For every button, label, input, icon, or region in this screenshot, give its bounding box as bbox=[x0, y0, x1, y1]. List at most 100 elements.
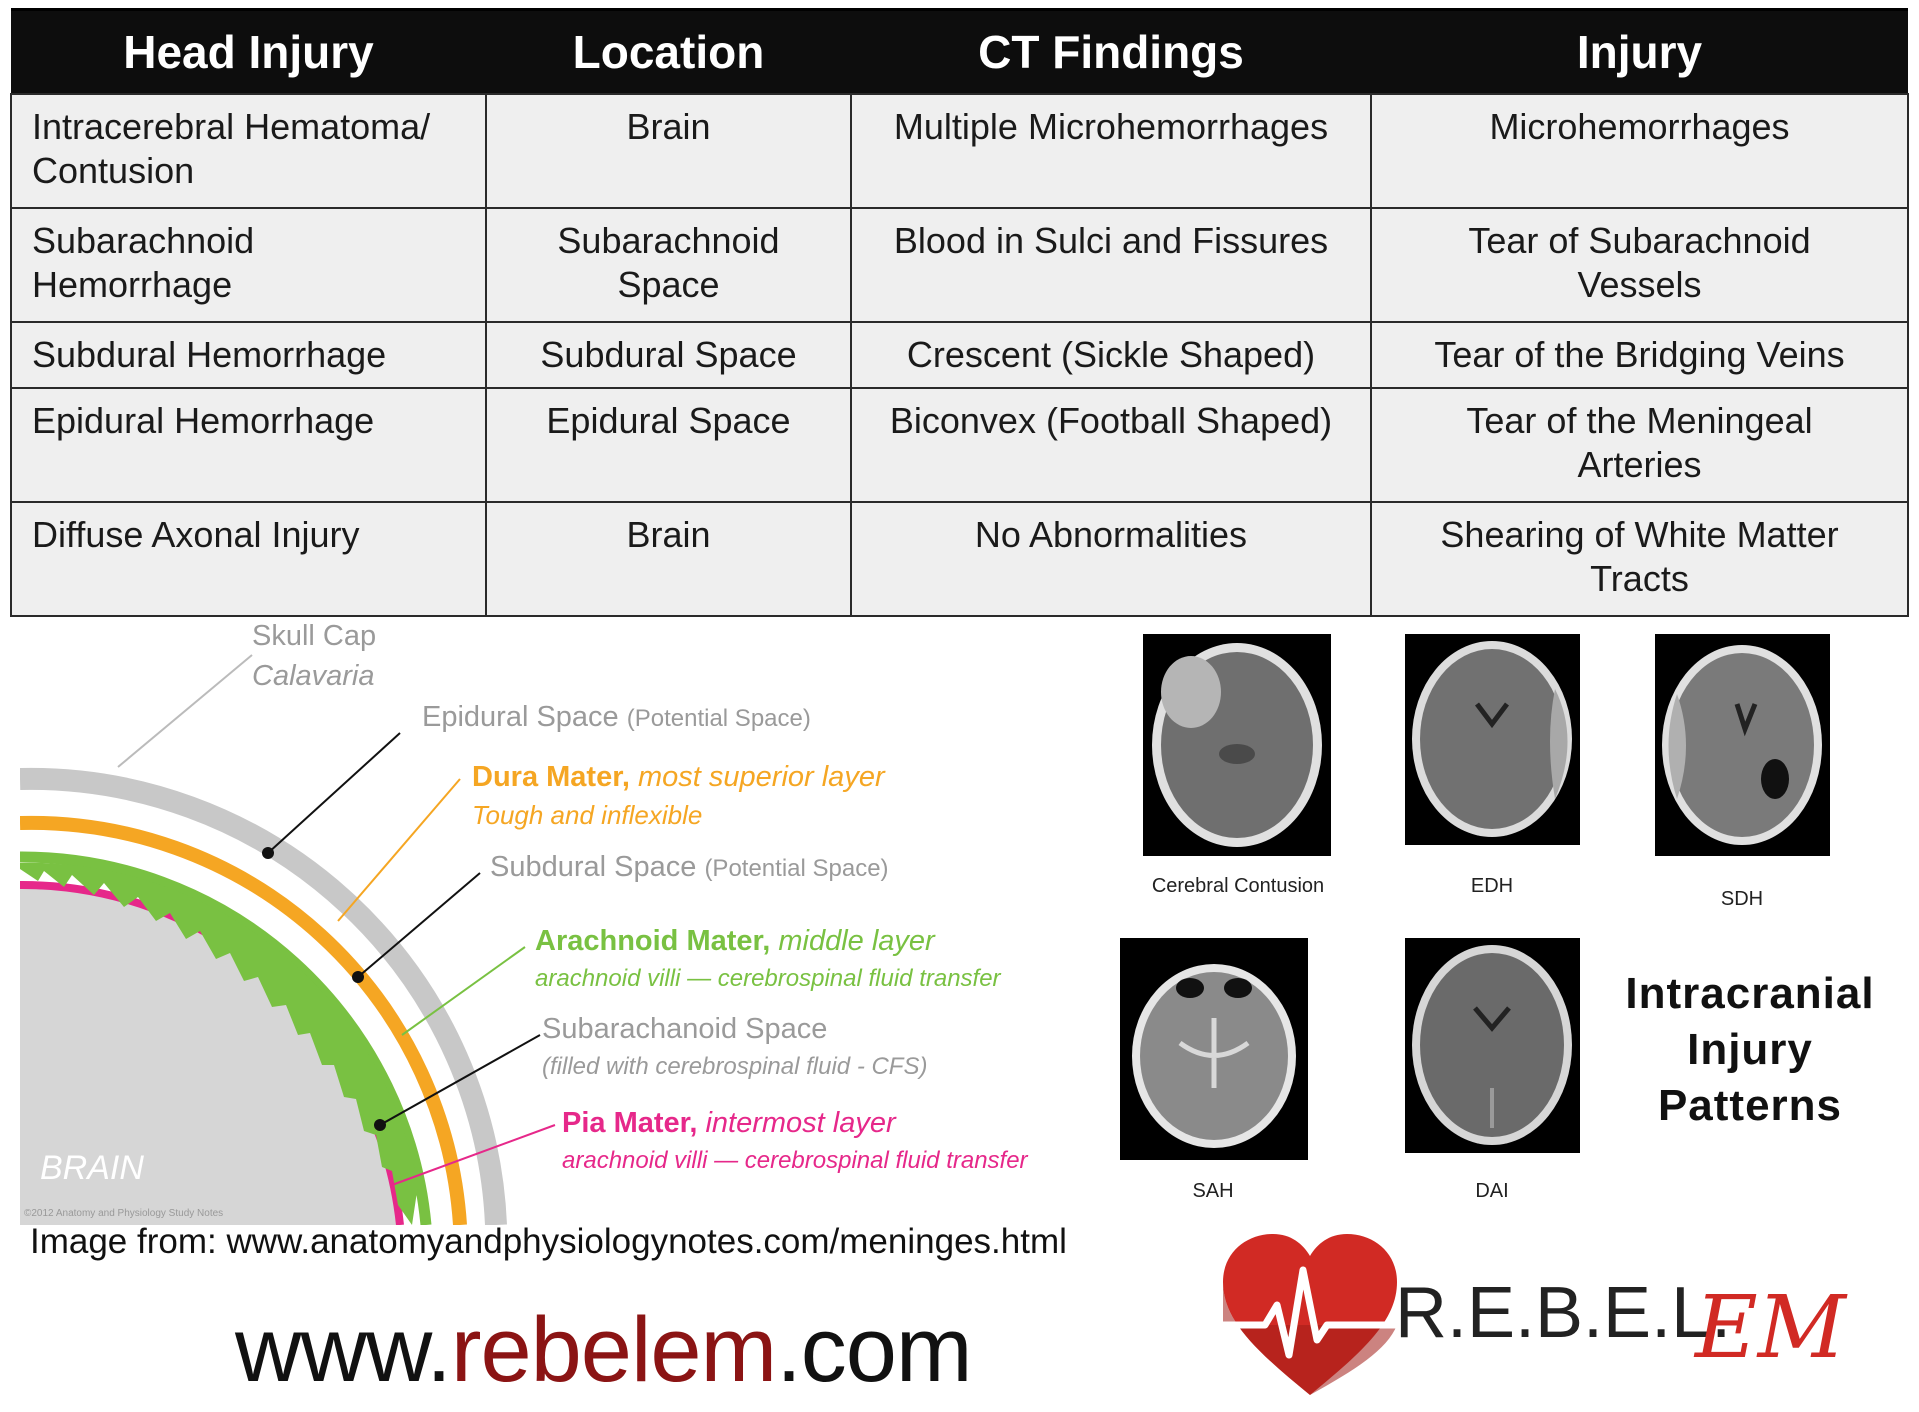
cell-ct: Blood in Sulci and Fissures bbox=[850, 207, 1372, 323]
cell-mechanism: Shearing of White Matter Tracts bbox=[1370, 501, 1909, 617]
epidural-dot bbox=[262, 847, 274, 859]
title-line: Intracranial bbox=[1625, 969, 1875, 1018]
cell-ct: Biconvex (Football Shaped) bbox=[850, 387, 1372, 503]
brain-label: BRAIN bbox=[40, 1149, 144, 1187]
ct-caption: DAI bbox=[1475, 1180, 1509, 1202]
ct-image-dai bbox=[1405, 938, 1580, 1153]
url-prefix: www. bbox=[235, 1299, 452, 1401]
pia-desc: arachnoid villi — cerebrospinal fluid tr… bbox=[562, 1147, 1028, 1174]
cell-text: Subarachnoid Space bbox=[557, 220, 780, 305]
skull-cap-label: Skull Cap bbox=[252, 620, 377, 652]
cell-text: Shearing of White Matter Tracts bbox=[1440, 514, 1839, 599]
arachnoid-label: Arachnoid Mater, middle layer bbox=[535, 925, 935, 958]
ct-scan-graphic bbox=[1412, 945, 1572, 1145]
arachnoid-note: middle layer bbox=[778, 925, 935, 957]
ct-image-sdh bbox=[1655, 634, 1830, 856]
table-row: Subdural Hemorrhage Subdural Space Cresc… bbox=[10, 321, 1909, 389]
ct-scan-graphic bbox=[1152, 643, 1322, 847]
epidural-leader-line bbox=[267, 732, 401, 854]
dura-mater-layer bbox=[19, 815, 467, 1226]
cell-mechanism: Tear of Subarachnoid Vessels bbox=[1370, 207, 1909, 323]
header-head-injury: Head Injury bbox=[11, 8, 486, 94]
heart-icon bbox=[1215, 1234, 1405, 1395]
brain-area bbox=[20, 884, 400, 1225]
arachnoid-layer bbox=[19, 851, 432, 1226]
dura-title: Dura Mater, bbox=[472, 761, 630, 793]
pia-label: Pia Mater, intermost layer bbox=[562, 1107, 896, 1140]
ct-image-cerebral-contusion bbox=[1143, 634, 1331, 856]
title-line: Patterns bbox=[1657, 1081, 1843, 1130]
subdural-dot bbox=[352, 971, 364, 983]
cell-mechanism: Tear of the Bridging Veins bbox=[1370, 321, 1909, 389]
table-row: Subarachnoid Hemorrhage Subarachnoid Spa… bbox=[10, 207, 1909, 323]
cell-injury: Diffuse Axonal Injury bbox=[10, 501, 487, 617]
subdural-text: Subdural Space bbox=[490, 851, 697, 883]
subdural-leader-line bbox=[357, 872, 481, 978]
pia-note: intermost layer bbox=[705, 1107, 896, 1139]
title-line: Injury bbox=[1687, 1025, 1813, 1074]
url-domain: rebelem bbox=[450, 1299, 777, 1401]
arachnoid-leader-line bbox=[401, 946, 526, 1036]
cell-text: Subarachnoid Hemorrhage bbox=[32, 220, 255, 305]
cell-location: Subdural Space bbox=[485, 321, 852, 389]
ct-scan-graphic bbox=[1662, 645, 1822, 845]
dura-label: Dura Mater, most superior layer bbox=[472, 761, 885, 794]
cell-ct: Multiple Microhemorrhages bbox=[850, 93, 1372, 209]
table-row: Intracerebral Hematoma/ Contusion Brain … bbox=[10, 93, 1909, 209]
table-header-row: Head Injury Location CT Findings Injury bbox=[11, 8, 1908, 94]
cell-location: Subarachnoid Space bbox=[485, 207, 852, 323]
cell-mechanism: Microhemorrhages bbox=[1370, 93, 1909, 209]
skull-leader-line bbox=[117, 654, 253, 768]
subarachnoid-dot bbox=[374, 1119, 386, 1131]
arachnoid-desc: arachnoid villi — cerebrospinal fluid tr… bbox=[535, 965, 1001, 992]
cell-location: Epidural Space bbox=[485, 387, 852, 503]
copyright-note: ©2012 Anatomy and Physiology Study Notes bbox=[24, 1208, 224, 1219]
image-source: Image from: www.anatomyandphysiologynote… bbox=[30, 1222, 1067, 1261]
header-ct-findings: CT Findings bbox=[851, 8, 1371, 94]
cell-mechanism: Tear of the Meningeal Arteries bbox=[1370, 387, 1909, 503]
subarachnoid-desc: (filled with cerebrospinal fluid - CFS) bbox=[542, 1053, 928, 1080]
skull-layer bbox=[19, 767, 507, 1226]
pia-title: Pia Mater, bbox=[562, 1107, 698, 1139]
arachnoid-villi bbox=[20, 862, 418, 1225]
epidural-text: Epidural Space bbox=[422, 701, 619, 733]
arachnoid-title: Arachnoid Mater, bbox=[535, 925, 771, 957]
subarachnoid-leader-line bbox=[379, 1034, 541, 1126]
ct-scan-graphic bbox=[1132, 964, 1296, 1148]
cell-injury: Subarachnoid Hemorrhage bbox=[10, 207, 487, 323]
logo-text: R.E.B.E.L. bbox=[1395, 1273, 1732, 1353]
head-injury-table: Head Injury Location CT Findings Injury … bbox=[10, 8, 1909, 617]
ct-caption: EDH bbox=[1470, 875, 1514, 897]
rebel-em-logo: R.E.B.E.L. EM bbox=[1215, 1230, 1915, 1405]
cell-injury: Subdural Hemorrhage bbox=[10, 321, 487, 389]
subdural-note: (Potential Space) bbox=[704, 855, 889, 882]
cell-ct: Crescent (Sickle Shaped) bbox=[850, 321, 1372, 389]
cell-ct: No Abnormalities bbox=[850, 501, 1372, 617]
subdural-label: Subdural Space (Potential Space) bbox=[490, 851, 889, 884]
url-suffix: .com bbox=[776, 1299, 972, 1401]
meninges-diagram: Skull Cap Calavaria Epidural Space (Pote… bbox=[19, 620, 1110, 1226]
dura-note: most superior layer bbox=[638, 761, 885, 793]
ct-caption: SAH bbox=[1192, 1180, 1234, 1202]
pia-leader-line bbox=[391, 1124, 556, 1186]
logo-script: EM bbox=[1695, 1278, 1846, 1378]
cell-location: Brain bbox=[485, 93, 852, 209]
table-row: Diffuse Axonal Injury Brain No Abnormali… bbox=[10, 501, 1909, 617]
cell-text: Tear of Subarachnoid Vessels bbox=[1468, 220, 1811, 305]
ct-image-sah bbox=[1120, 938, 1308, 1160]
dura-desc: Tough and inflexible bbox=[472, 800, 703, 830]
ct-caption: Cerebral Contusion bbox=[1151, 875, 1325, 897]
dura-leader-line bbox=[337, 778, 461, 922]
cell-location: Brain bbox=[485, 501, 852, 617]
ct-caption: SDH bbox=[1720, 888, 1764, 910]
meninges-layers-graphic bbox=[19, 654, 556, 1226]
epidural-label: Epidural Space (Potential Space) bbox=[422, 701, 811, 734]
cell-text: Tear of the Meningeal Arteries bbox=[1466, 400, 1813, 485]
website-url[interactable]: www.rebelem.com bbox=[235, 1298, 973, 1403]
intracranial-injury-patterns-title: Intracranial Injury Patterns bbox=[1580, 966, 1919, 1134]
calvaria-label: Calavaria bbox=[252, 660, 375, 692]
table-row: Epidural Hemorrhage Epidural Space Bicon… bbox=[10, 387, 1909, 503]
header-location: Location bbox=[486, 8, 851, 94]
cell-injury: Epidural Hemorrhage bbox=[10, 387, 487, 503]
subarachnoid-label: Subarachanoid Space bbox=[542, 1013, 828, 1045]
